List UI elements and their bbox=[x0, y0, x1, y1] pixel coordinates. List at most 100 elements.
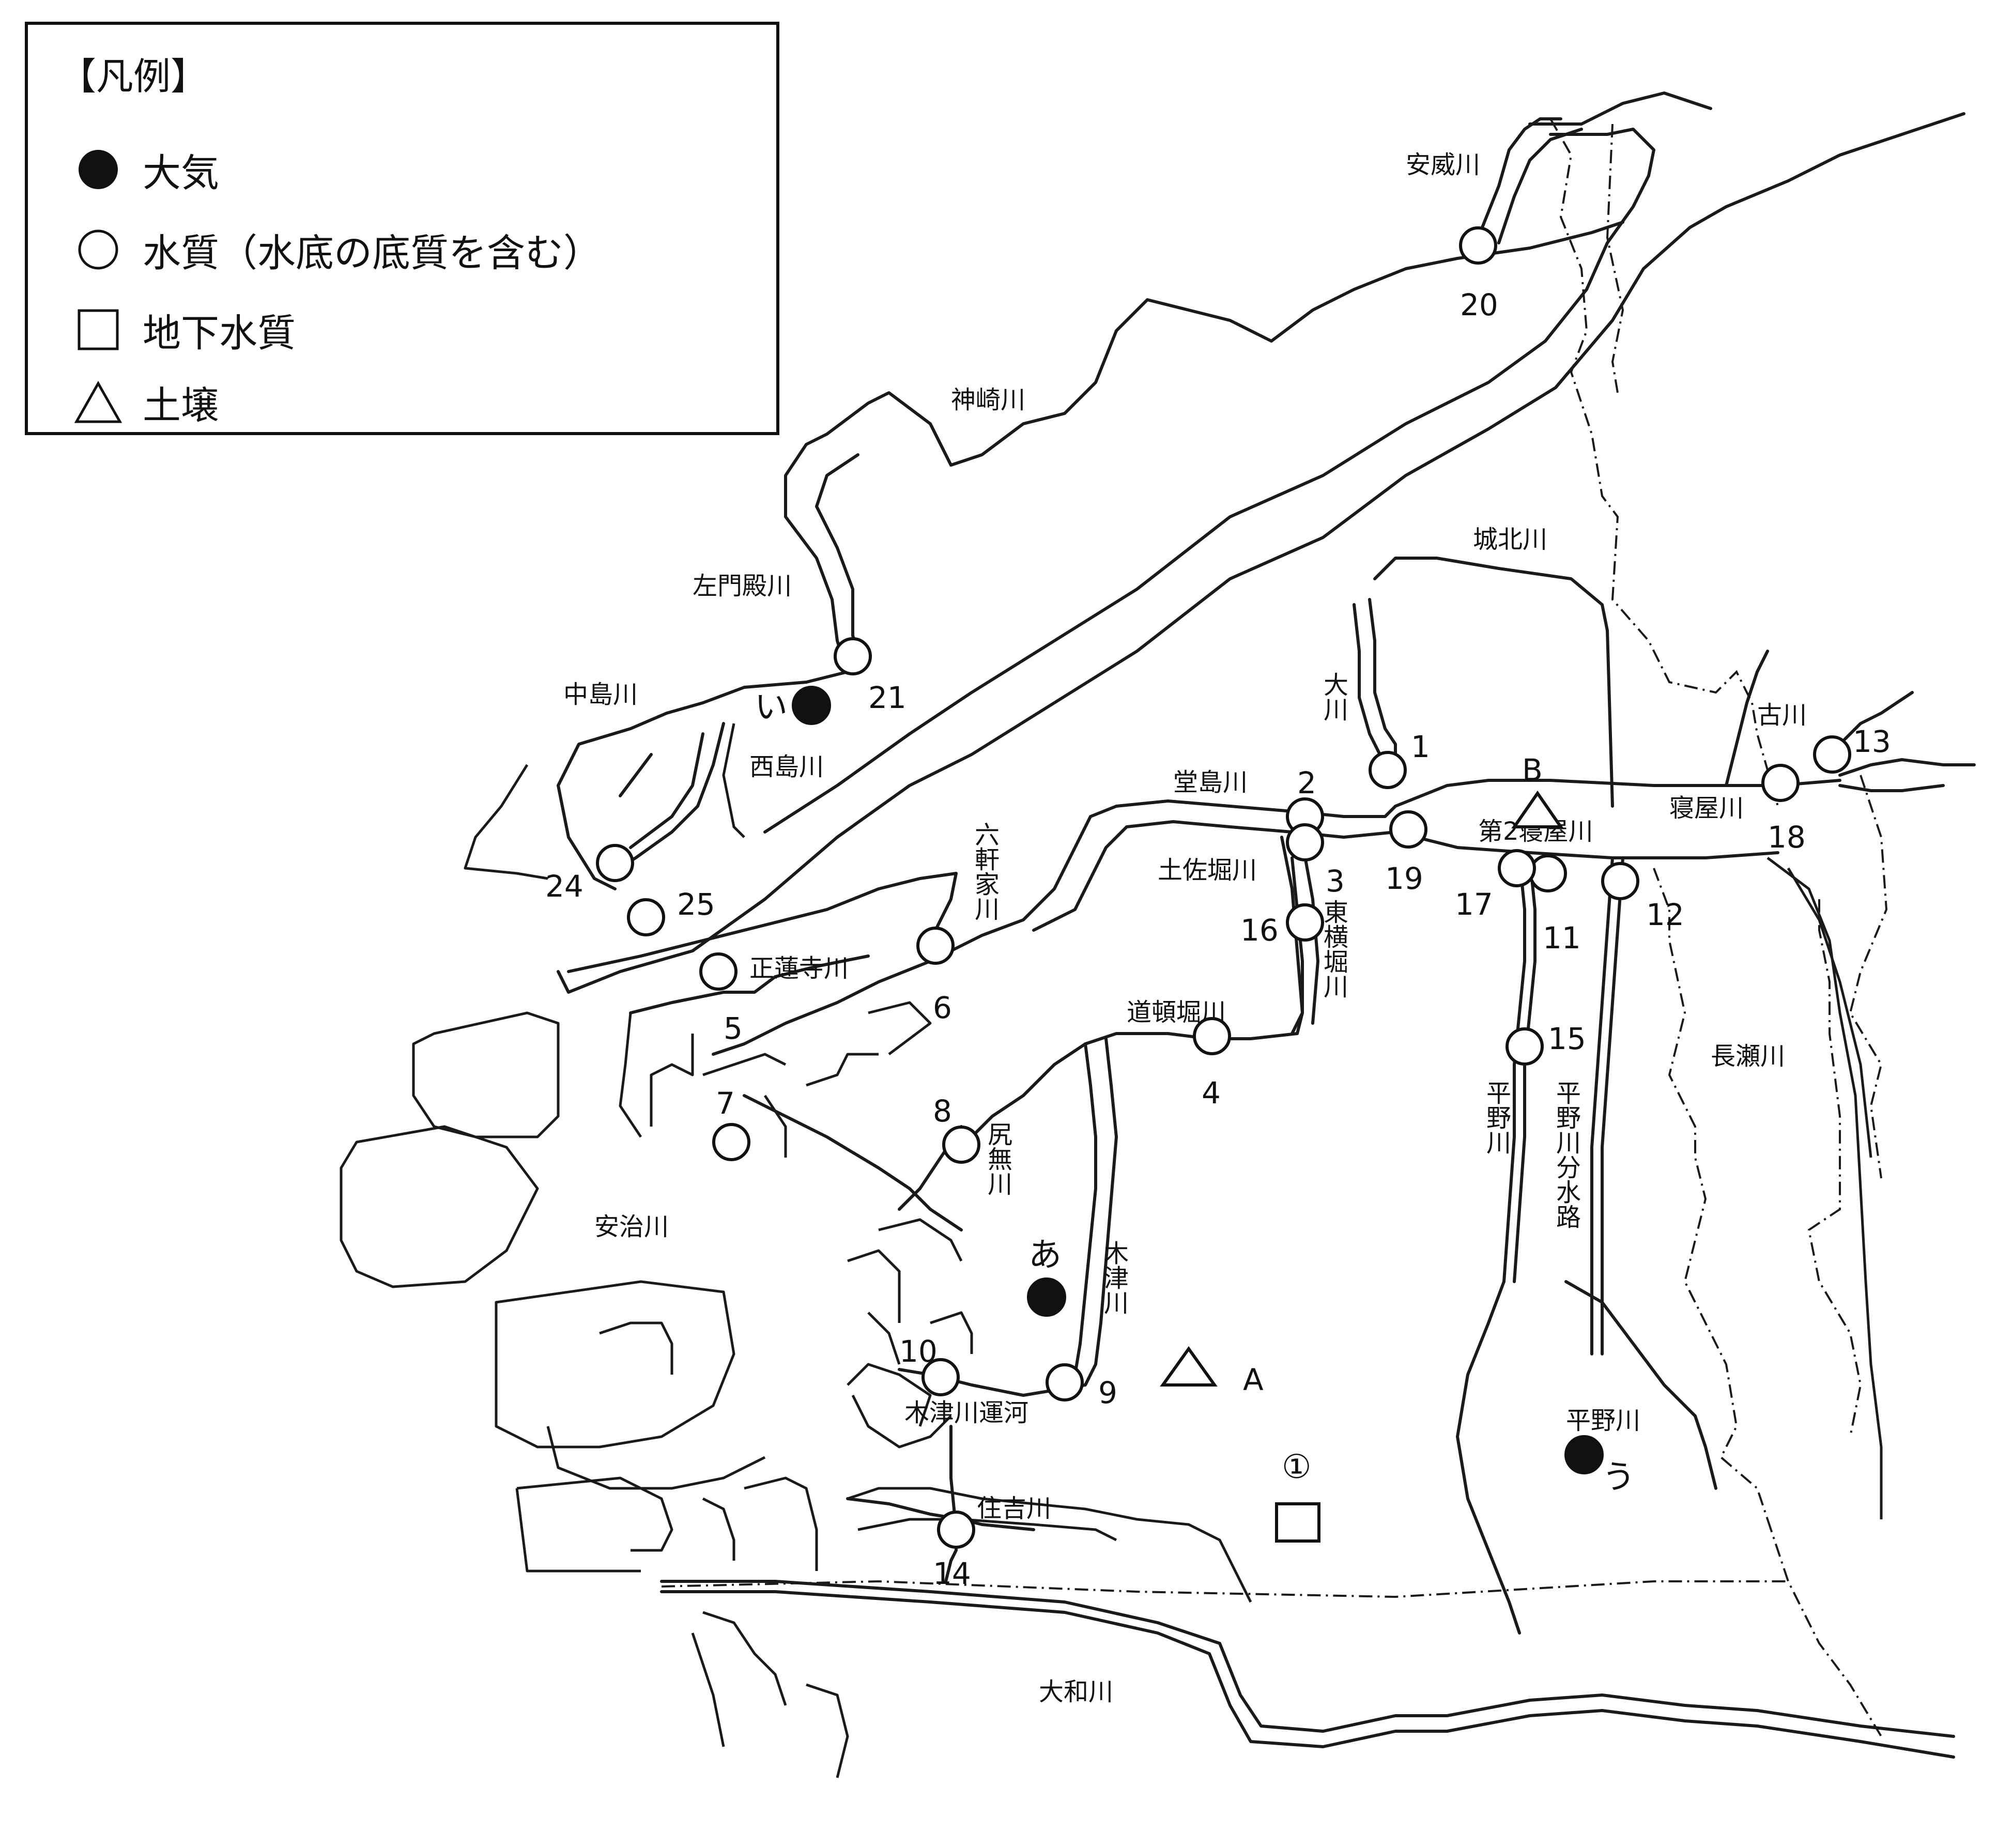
filled-circle-icon bbox=[74, 146, 122, 193]
air-station-marker[interactable] bbox=[792, 686, 831, 725]
water-station-number: 1 bbox=[1411, 729, 1430, 764]
water-station-number: 25 bbox=[677, 887, 715, 922]
water-station-marker[interactable] bbox=[1046, 1363, 1084, 1402]
open-triangle-icon bbox=[74, 378, 122, 426]
groundwater-station-marker[interactable] bbox=[1275, 1502, 1320, 1543]
yodo-river bbox=[557, 112, 1965, 994]
water-station-marker[interactable] bbox=[1286, 823, 1324, 861]
river-label-nishijima: 西島川 bbox=[749, 752, 824, 781]
water-station-number: 6 bbox=[933, 990, 952, 1025]
river-label-neya: 寝屋川 bbox=[1669, 794, 1744, 823]
water-station-number: 9 bbox=[1098, 1375, 1117, 1410]
water-station-marker[interactable] bbox=[1761, 764, 1800, 802]
river-label-kizu-canal: 木津川運河 bbox=[904, 1398, 1028, 1427]
water-station-number: 2 bbox=[1297, 765, 1316, 800]
water-quality-stations bbox=[596, 226, 1851, 1549]
water-station-marker[interactable] bbox=[1389, 810, 1427, 849]
water-station-number: 12 bbox=[1646, 897, 1684, 932]
water-station-marker[interactable] bbox=[699, 952, 738, 991]
soil-station-label: B bbox=[1522, 752, 1543, 788]
harbor-landfill bbox=[340, 1011, 1252, 1778]
water-station-marker[interactable] bbox=[1506, 1027, 1544, 1066]
east-rivers bbox=[1725, 650, 1976, 1519]
legend-title: 【凡例】 bbox=[59, 55, 208, 98]
river-label-nagase: 長瀬川 bbox=[1711, 1042, 1785, 1071]
water-station-number: 10 bbox=[899, 1334, 938, 1369]
water-station-marker[interactable] bbox=[921, 1358, 960, 1396]
air-station-marker[interactable] bbox=[1564, 1435, 1604, 1474]
legend-row-water: 水質（水底の底質を含む） bbox=[74, 221, 602, 278]
river-label-yamato: 大和川 bbox=[1039, 1677, 1113, 1706]
water-station-marker[interactable] bbox=[1369, 751, 1407, 789]
soil-station-marker[interactable] bbox=[1160, 1346, 1218, 1387]
soil-stations: A B bbox=[1160, 752, 1564, 1397]
water-station-marker[interactable] bbox=[916, 927, 955, 965]
river-labels: 安威川 神崎川 城北川 左門殿川 中島川 西島川 堂島川 土佐堀川 正蓮寺川 道… bbox=[563, 150, 1807, 1706]
water-station-number: 18 bbox=[1768, 820, 1806, 855]
air-station-marker[interactable] bbox=[1027, 1277, 1066, 1317]
groundwater-stations: ① bbox=[1275, 1448, 1320, 1543]
legend-label-air: 大気 bbox=[143, 150, 219, 195]
water-station-marker[interactable] bbox=[1529, 854, 1567, 892]
water-station-number: 4 bbox=[1202, 1075, 1221, 1111]
water-station-marker[interactable] bbox=[1813, 735, 1851, 774]
water-station-marker[interactable] bbox=[1498, 849, 1536, 887]
soil-station-label: A bbox=[1243, 1362, 1264, 1397]
water-station-marker[interactable] bbox=[1286, 903, 1324, 942]
river-label-kanzaki: 神崎川 bbox=[951, 386, 1025, 414]
water-station-number: 19 bbox=[1385, 861, 1423, 896]
legend-row-groundwater: 地下水質 bbox=[74, 301, 296, 358]
kanzaki-river bbox=[784, 221, 1624, 673]
water-station-number: 7 bbox=[716, 1086, 735, 1121]
water-station-marker[interactable] bbox=[937, 1511, 975, 1549]
river-label-kizu: 木津川 bbox=[1099, 1240, 1128, 1315]
river-label-jouhoku: 城北川 bbox=[1473, 525, 1547, 554]
soil-station-marker[interactable] bbox=[1511, 790, 1564, 828]
river-label-samondono: 左門殿川 bbox=[693, 572, 792, 600]
south-rivers bbox=[743, 856, 1304, 1397]
open-square-icon bbox=[74, 306, 122, 353]
jouhoku-okawa-rivers bbox=[1353, 557, 1614, 808]
water-station-marker[interactable] bbox=[596, 844, 634, 882]
water-station-number: 16 bbox=[1240, 913, 1279, 948]
water-station-number: 13 bbox=[1853, 724, 1891, 759]
river-label-shorenji: 正蓮寺川 bbox=[749, 954, 849, 983]
legend-label-water: 水質（水底の底質を含む） bbox=[143, 230, 602, 275]
air-station-label: あ bbox=[1028, 1236, 1062, 1274]
air-stations: あ い う bbox=[755, 686, 1635, 1497]
river-label-tosabori: 土佐堀川 bbox=[1158, 856, 1257, 885]
river-label-ajikawa: 安治川 bbox=[594, 1212, 669, 1241]
water-station-number: 3 bbox=[1326, 864, 1345, 899]
river-label-hirano-bunsui: 平野川分水路 bbox=[1551, 1080, 1580, 1229]
water-station-marker[interactable] bbox=[1193, 1017, 1231, 1055]
river-label-hirano-area: 平野川 bbox=[1566, 1406, 1640, 1435]
water-station-marker[interactable] bbox=[1459, 226, 1497, 265]
water-station-number: 20 bbox=[1460, 287, 1498, 322]
legend-label-soil: 土壌 bbox=[143, 383, 219, 428]
ai-river bbox=[1477, 91, 1712, 244]
water-station-marker[interactable] bbox=[627, 898, 665, 936]
river-label-nakajima: 中島川 bbox=[563, 680, 638, 709]
bay-channels bbox=[567, 872, 958, 1158]
river-label-shirinashi: 尻無川 bbox=[983, 1121, 1012, 1196]
legend-label-groundwater: 地下水質 bbox=[143, 311, 296, 356]
water-station-labels: 1 2 3 4 5 6 7 8 9 10 11 12 13 14 15 16 1… bbox=[545, 287, 1891, 1591]
water-station-number: 17 bbox=[1455, 887, 1493, 922]
river-label-rokkenya: 六軒家川 bbox=[970, 822, 999, 921]
water-station-number: 21 bbox=[868, 680, 907, 715]
water-station-number: 24 bbox=[545, 869, 583, 904]
water-station-marker[interactable] bbox=[942, 1126, 980, 1164]
water-station-marker[interactable] bbox=[1601, 862, 1639, 900]
water-station-number: 8 bbox=[933, 1094, 952, 1129]
air-station-label: い bbox=[755, 688, 788, 727]
river-label-hirano: 平野川 bbox=[1482, 1080, 1511, 1154]
air-station-label: う bbox=[1602, 1458, 1635, 1497]
water-station-marker[interactable] bbox=[712, 1123, 750, 1161]
water-station-number: 15 bbox=[1548, 1021, 1586, 1056]
legend-row-soil: 土壌 bbox=[74, 374, 219, 430]
river-label-aigawa: 安威川 bbox=[1406, 150, 1480, 179]
water-station-marker[interactable] bbox=[834, 637, 872, 675]
river-label-okawa: 大川 bbox=[1319, 672, 1348, 721]
river-label-dojima: 堂島川 bbox=[1173, 768, 1248, 797]
